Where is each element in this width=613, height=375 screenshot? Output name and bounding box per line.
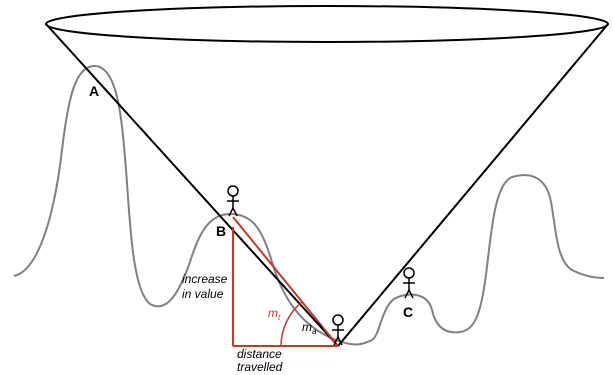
- angle-arc-mt: [280, 301, 303, 347]
- terrain-curve: [13, 64, 605, 346]
- cone-right-side: [337, 23, 609, 347]
- stick-figure-icon: [332, 314, 344, 346]
- point-label-b: B: [216, 223, 226, 239]
- cone-left-side: [45, 23, 339, 347]
- cone-rim: [45, 5, 609, 43]
- distance-label-line2: travelled: [237, 360, 283, 374]
- angle-arc-ma: [316, 321, 324, 331]
- angle-label-ma-base: m: [302, 320, 312, 334]
- angle-label-ma: ma: [302, 320, 317, 336]
- increase-label-line2: in value: [182, 287, 224, 301]
- increase-label-line1: increase: [182, 272, 228, 286]
- angle-label-mt-base: m: [268, 306, 278, 320]
- stick-figure-icon: [403, 267, 415, 299]
- angle-label-mt-sub: t: [278, 313, 281, 322]
- distance-label-line1: distance: [237, 347, 282, 361]
- point-label-c: C: [403, 304, 413, 320]
- angle-label-mt: mt: [268, 306, 281, 322]
- stick-figure-icon: [227, 185, 239, 217]
- hypotenuse-line: [232, 216, 339, 347]
- point-label-a: A: [89, 83, 99, 99]
- angle-label-ma-sub: a: [312, 327, 317, 336]
